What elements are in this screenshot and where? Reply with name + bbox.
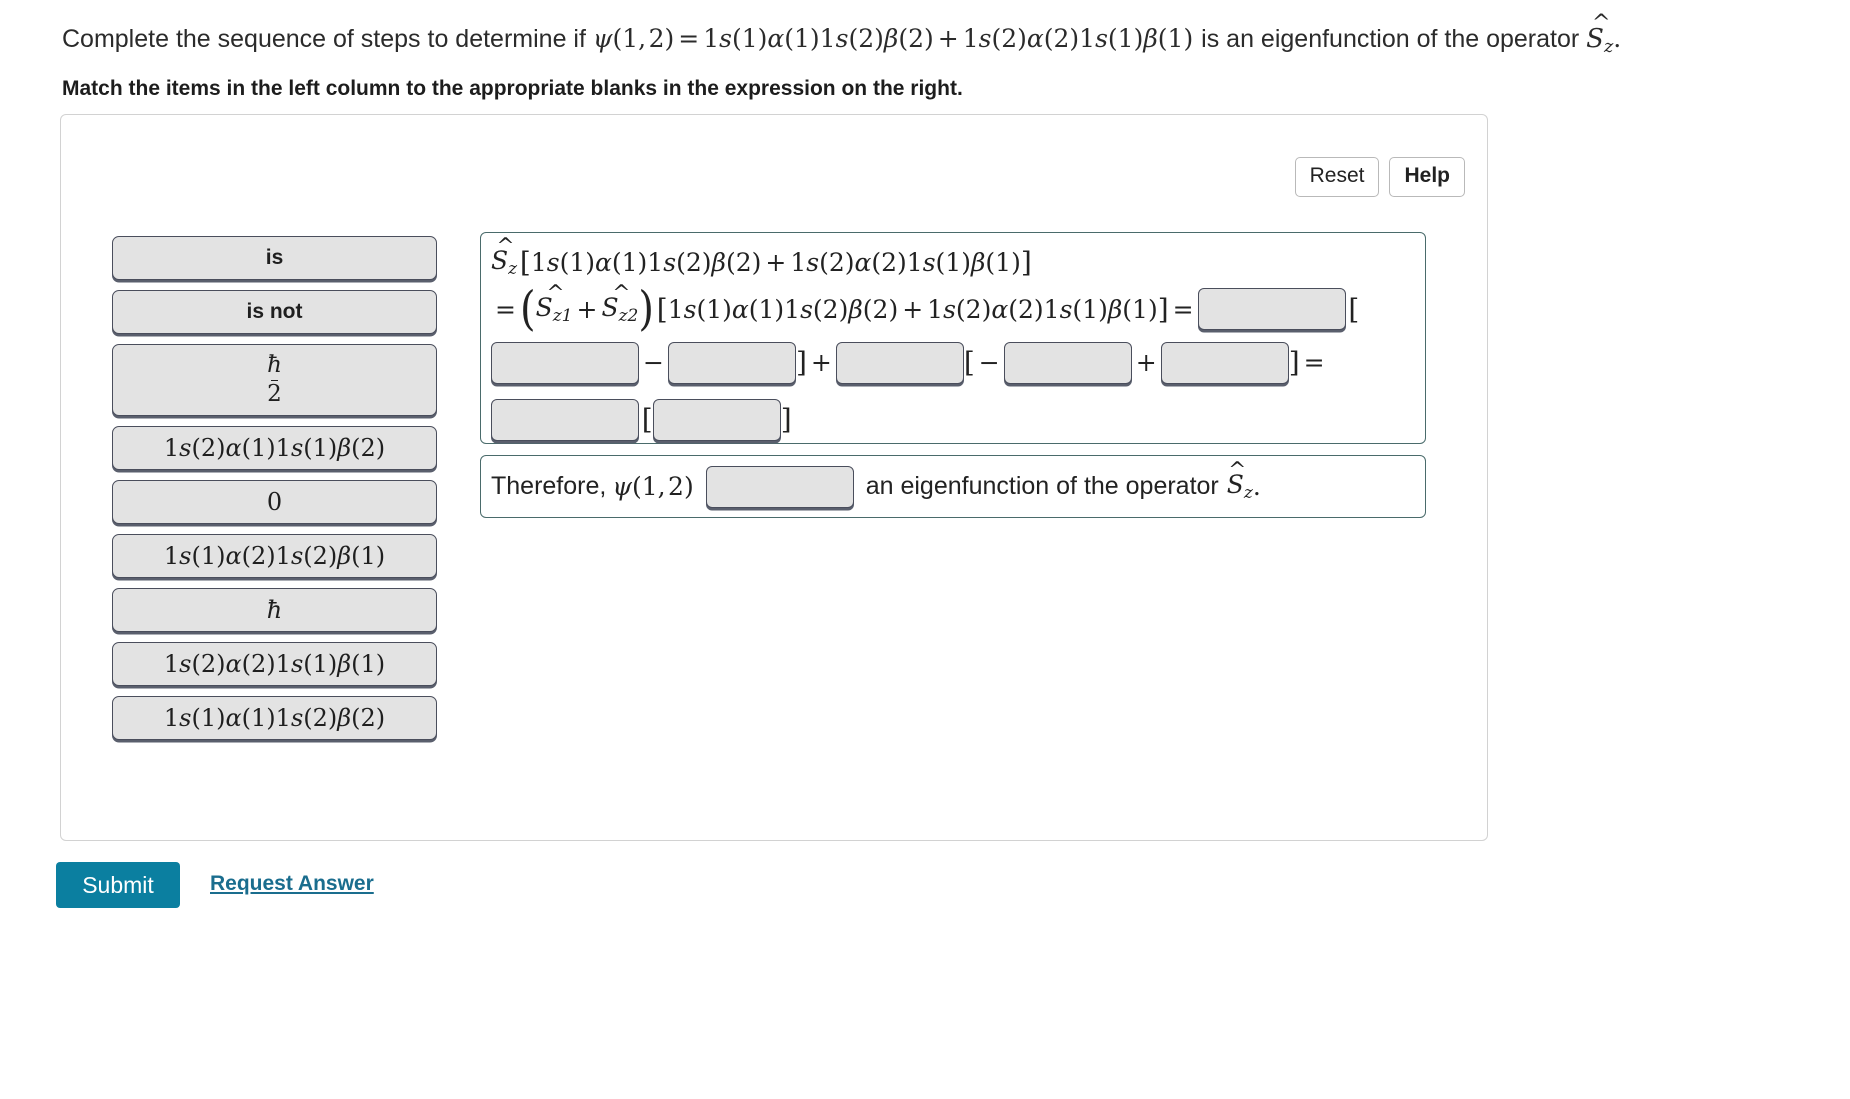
fraction: ħ 2	[267, 352, 282, 407]
tile-is[interactable]: is	[112, 236, 437, 280]
conclusion-answer-slot[interactable]	[705, 465, 854, 508]
tile-label: 1s(1)α(2)1s(2)β(1)	[163, 542, 386, 570]
tile-1s2-a2-1s1-b1[interactable]: 1s(2)α(2)1s(1)β(1)	[112, 642, 437, 686]
tile-bank: is is not ħ 2 1s(2)α(1)1s(1)β(2) 0 1s(1)…	[112, 236, 437, 750]
bracket-close: ]	[780, 403, 792, 436]
equals-sign: =	[1303, 348, 1325, 377]
tile-1s2-a1-1s1-b2[interactable]: 1s(2)α(1)1s(1)β(2)	[112, 426, 437, 470]
operator-sz-conclusion: ^Sz	[1226, 458, 1253, 503]
tile-hbar-over-2[interactable]: ħ 2	[112, 344, 437, 416]
operator-sz: ^Sz	[491, 233, 518, 279]
conclusion-panel: Therefore, ψ(1, 2) an eigenfunction of t…	[480, 455, 1426, 518]
tile-label: 0	[266, 488, 283, 516]
tile-1s1-a1-1s2-b2[interactable]: 1s(1)α(1)1s(2)β(2)	[112, 696, 437, 740]
bracket-open: [	[653, 292, 668, 326]
paren-open: (	[519, 281, 536, 337]
bracket-close: ]	[1020, 245, 1032, 279]
fraction-bar	[271, 379, 278, 381]
question-prompt: Complete the sequence of steps to determ…	[62, 9, 1621, 64]
tile-zero[interactable]: 0	[112, 480, 437, 524]
answer-slot-7[interactable]	[491, 398, 639, 441]
bracket-open: [	[517, 245, 531, 279]
answer-slot-3[interactable]	[667, 341, 796, 384]
fraction-numerator: ħ	[267, 352, 282, 379]
conclusion-period: .	[1252, 472, 1261, 501]
expression-panel: ^Sz [ 1s(1)α(1)1s(2)β(2)+1s(2)α(2)1s(1)β…	[480, 232, 1426, 444]
operator-sz2: ^Sz2	[601, 280, 639, 326]
help-button[interactable]: Help	[1389, 157, 1465, 198]
question-prompt-prefix: Complete the sequence of steps to determ…	[62, 25, 586, 53]
tile-label: 1s(2)α(1)1s(1)β(2)	[163, 434, 386, 462]
answer-slot-6[interactable]	[1160, 341, 1289, 384]
equals-sign: =	[1172, 294, 1194, 324]
plus-sign: +	[1135, 348, 1157, 377]
conclusion-prefix: Therefore,	[491, 472, 607, 500]
bracket-open: [	[1345, 292, 1360, 326]
request-answer-link[interactable]: Request Answer	[210, 872, 374, 895]
answer-slot-4[interactable]	[835, 341, 964, 384]
tile-label: ħ	[266, 596, 283, 624]
bracket-close: ]	[1157, 292, 1169, 326]
equals-sign: =	[495, 294, 516, 324]
operator-sz1: ^Sz1	[535, 280, 573, 326]
conclusion-psi: ψ(1, 2)	[612, 472, 694, 501]
bracket-open: [	[639, 403, 653, 436]
question-prompt-suffix: is an eigenfunction of the operator	[1201, 25, 1580, 53]
answer-slot-5[interactable]	[1003, 341, 1132, 384]
hat-accent-icon: ^	[1228, 458, 1247, 484]
expression-line-4: [ ]	[491, 392, 1415, 447]
expression-line-1: ^Sz [ 1s(1)α(1)1s(2)β(2)+1s(2)α(2)1s(1)β…	[491, 233, 1415, 283]
reset-button[interactable]: Reset	[1294, 157, 1380, 198]
bracket-close: ]	[1288, 346, 1300, 379]
expression-term: 1s(1)α(1)1s(2)β(2)+1s(2)α(2)1s(1)β(1)	[530, 247, 1021, 277]
hat-accent-icon: ^	[1591, 9, 1611, 36]
tile-1s1-a2-1s2-b1[interactable]: 1s(1)α(2)1s(2)β(1)	[112, 534, 437, 578]
minus-sign: −	[978, 348, 1000, 377]
conclusion-suffix: an eigenfunction of the operator	[865, 472, 1219, 500]
plus-sign: +	[576, 294, 598, 324]
hat-accent-icon: ^	[496, 233, 515, 259]
expression-term: 1s(1)α(1)1s(2)β(2)+1s(2)α(2)1s(1)β(1)	[667, 294, 1158, 324]
tile-label: is not	[246, 300, 303, 323]
bracket-open: [	[963, 346, 975, 379]
exercise-card: Reset Help is is not ħ 2 1s(2)α(1)1s(1)β…	[60, 114, 1488, 841]
tile-label: 1s(1)α(1)1s(2)β(2)	[163, 704, 386, 732]
question-instruction: Match the items in the left column to th…	[62, 77, 963, 100]
tile-is-not[interactable]: is not	[112, 290, 437, 334]
tile-label: 1s(2)α(2)1s(1)β(1)	[163, 650, 386, 678]
answer-slot-2[interactable]	[491, 341, 639, 384]
operator-sz-header: ^Sz	[1586, 9, 1614, 57]
minus-sign: −	[643, 348, 664, 377]
psi-expression: ψ(1, 2)=1s(1)α(1)1s(2)β(2)+1s(2)α(2)1s(1…	[592, 24, 1194, 53]
hat-accent-icon: ^	[546, 280, 565, 306]
answer-slot-8[interactable]	[652, 398, 781, 441]
tile-label: is	[265, 246, 284, 269]
answer-slot-1[interactable]	[1197, 288, 1346, 330]
hat-accent-icon: ^	[612, 280, 631, 306]
card-toolbar: Reset Help	[1294, 157, 1465, 198]
plus-sign: +	[810, 348, 832, 377]
paren-close: )	[638, 281, 654, 337]
expression-line-3: − ] + [ − + ] =	[491, 335, 1415, 390]
tile-hbar[interactable]: ħ	[112, 588, 437, 632]
bracket-close: ]	[795, 346, 807, 379]
fraction-denominator: 2	[267, 380, 282, 407]
submit-button[interactable]: Submit	[56, 862, 180, 908]
expression-line-2: = ( ^Sz1 + ^Sz2 ) [ 1s(1)α(1)1s(2)β(2)+1…	[491, 280, 1415, 337]
